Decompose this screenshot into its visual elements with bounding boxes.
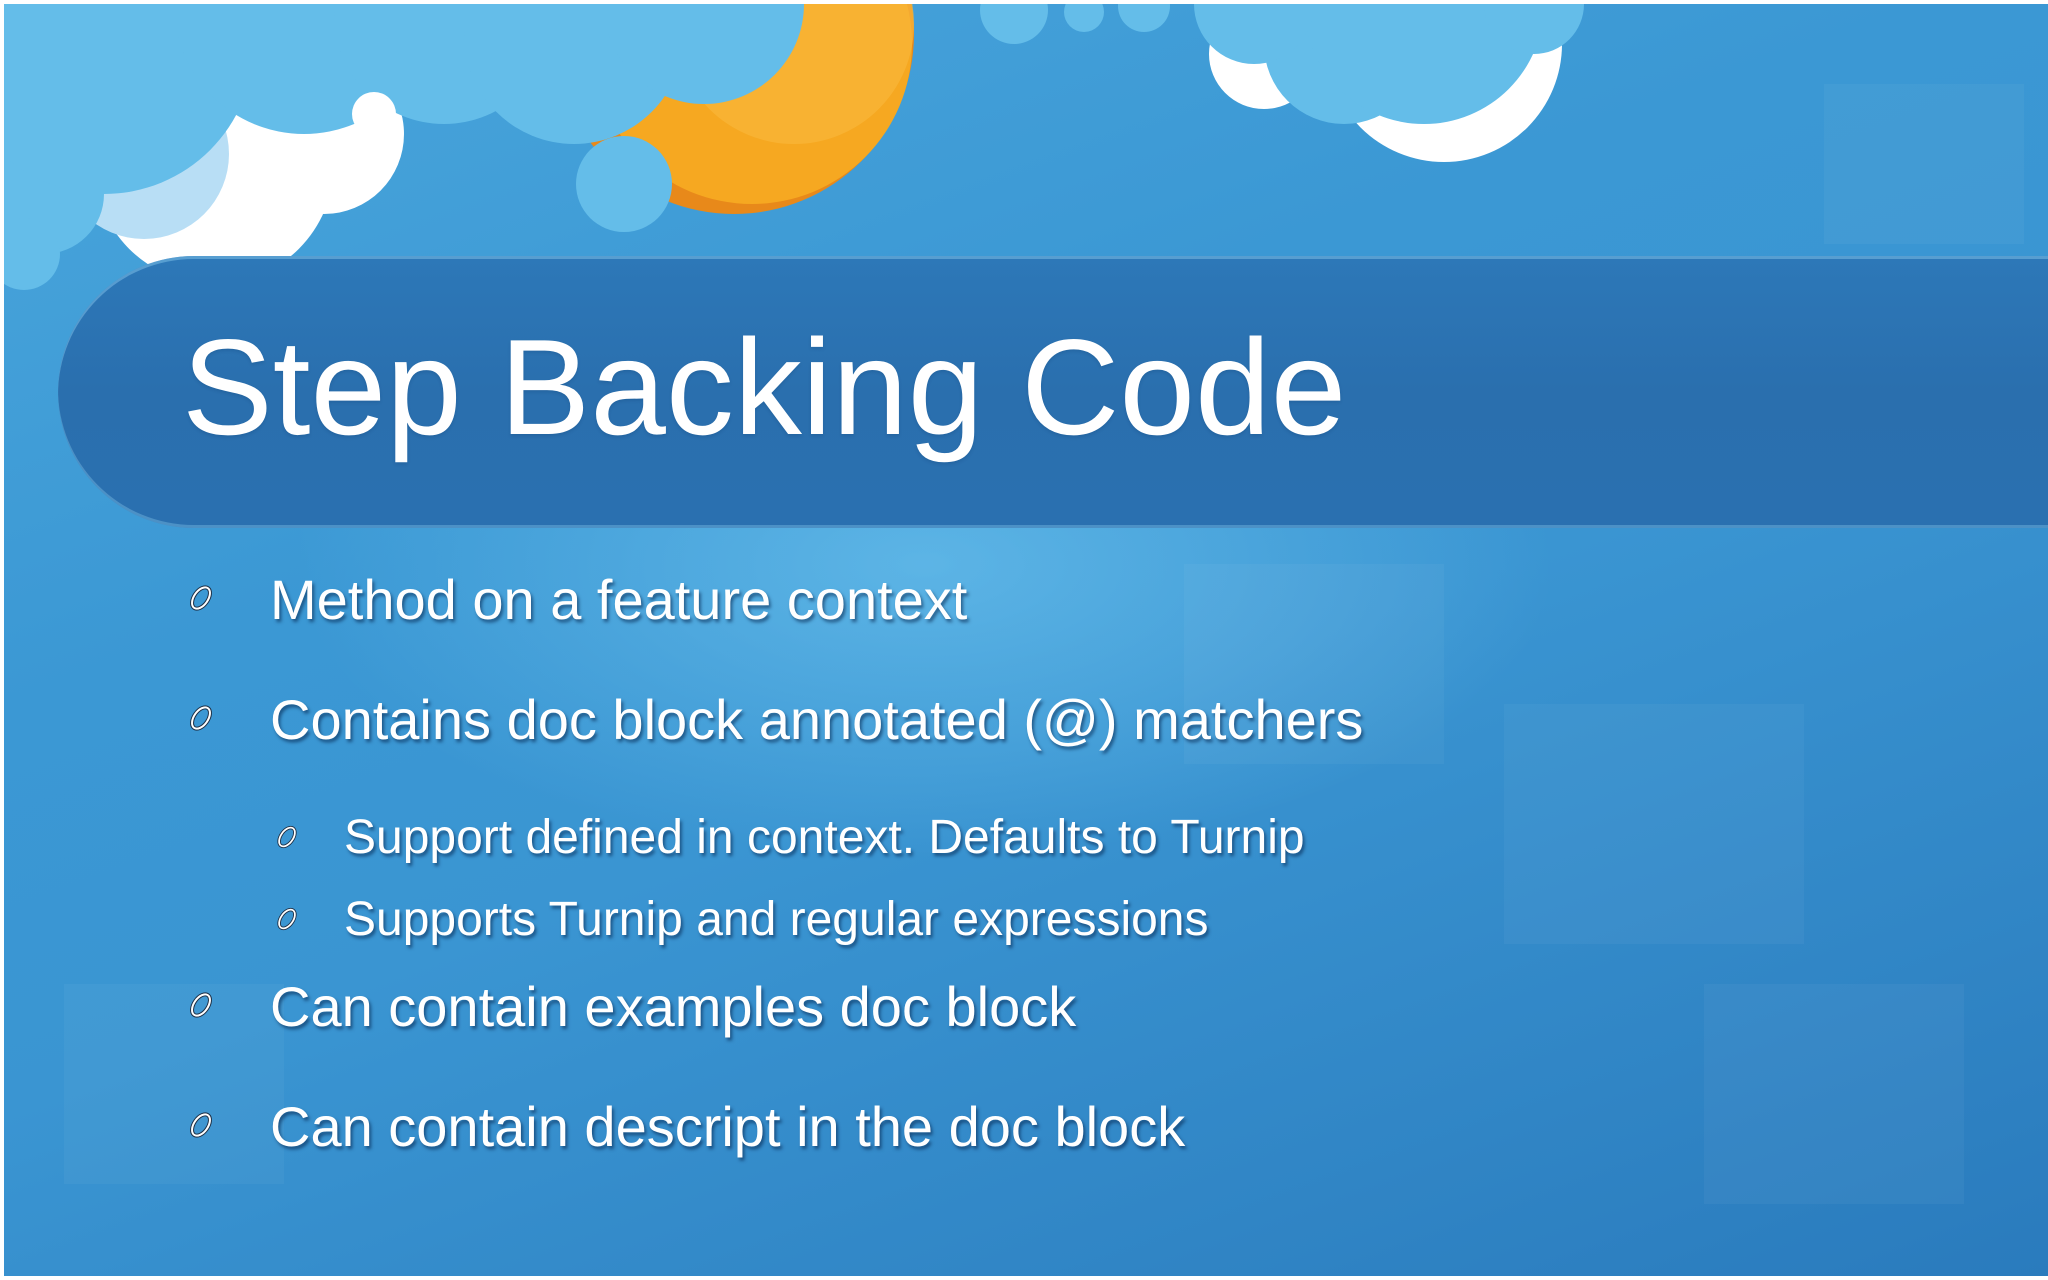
ring-bullet-icon (190, 705, 212, 731)
sky-decoration (4, 4, 1584, 290)
bullet-text: Contains doc block annotated (@) matcher… (270, 688, 1364, 751)
slide-title: Step Backing Code (182, 311, 1347, 463)
background-tile (1824, 84, 2024, 244)
slide: Step Backing Code Method on a feature co… (4, 4, 2048, 1276)
cloud-icon (1194, 4, 1584, 162)
ring-bullet-icon (190, 992, 212, 1018)
background-tile (1504, 704, 1804, 944)
bullet-text: Support defined in context. Defaults to … (344, 811, 1305, 864)
ring-bullet-icon (277, 907, 297, 931)
ring-bullet-icon (190, 585, 212, 611)
bullet-text: Method on a feature context (270, 568, 968, 631)
ring-bullet-icon (190, 1112, 212, 1138)
bullet-text: Can contain examples doc block (270, 975, 1077, 1038)
bullet-text: Supports Turnip and regular expressions (344, 893, 1209, 946)
background-tile (64, 984, 284, 1184)
bullet-text: Can contain descript in the doc block (270, 1095, 1186, 1158)
title-band (58, 256, 2048, 528)
background-tile (1704, 984, 1964, 1204)
background-tile (1184, 564, 1444, 764)
ring-bullet-icon (277, 825, 297, 849)
cloud-icon (4, 4, 804, 290)
cloud-icon (980, 4, 1170, 44)
